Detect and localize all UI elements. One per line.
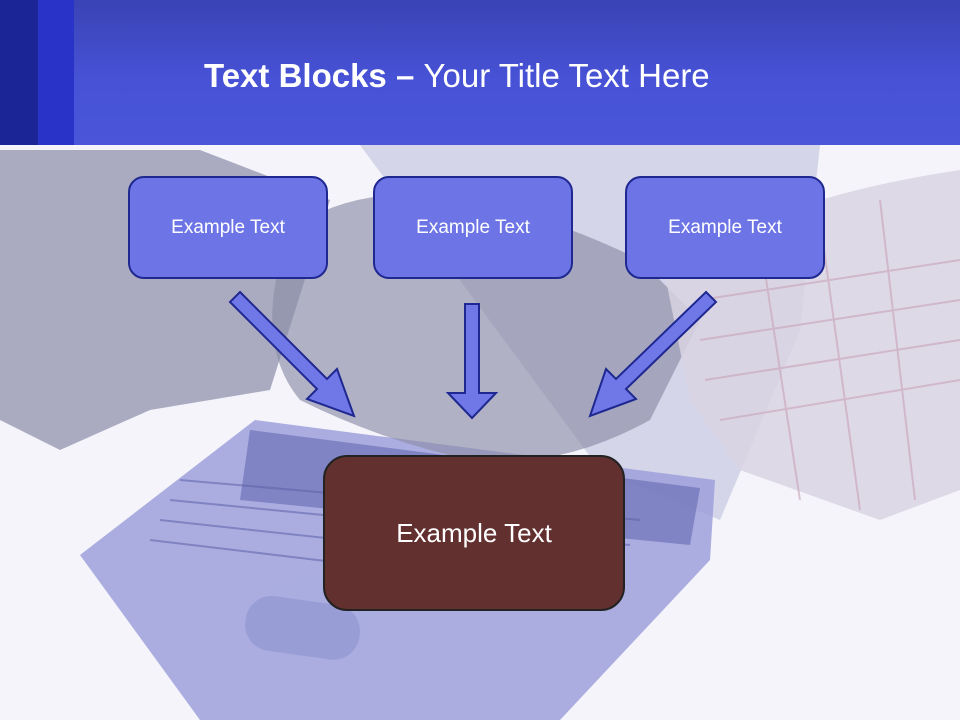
slide-title-dash: – [386,57,424,94]
slide-title-strong: Text Blocks [204,57,387,94]
slide-title-rest: Your Title Text Here [423,57,710,94]
arrow-left-diagonal [228,290,356,418]
arrow-center-down [445,303,499,420]
text-block-left[interactable]: Example Text [128,176,328,279]
text-block-right-label: Example Text [668,216,782,238]
slide-title: Text Blocks – Your Title Text Here [204,52,710,100]
header-accent-stripe [0,0,38,145]
main-text-block-label: Example Text [396,517,552,548]
arrow-right-diagonal [588,290,718,418]
text-block-center[interactable]: Example Text [373,176,573,279]
header-accent-stripe-light [38,0,74,145]
main-text-block[interactable]: Example Text [323,455,625,611]
text-block-center-label: Example Text [416,216,530,238]
title-header-band [0,0,960,145]
text-block-left-label: Example Text [171,216,285,238]
text-block-right[interactable]: Example Text [625,176,825,279]
